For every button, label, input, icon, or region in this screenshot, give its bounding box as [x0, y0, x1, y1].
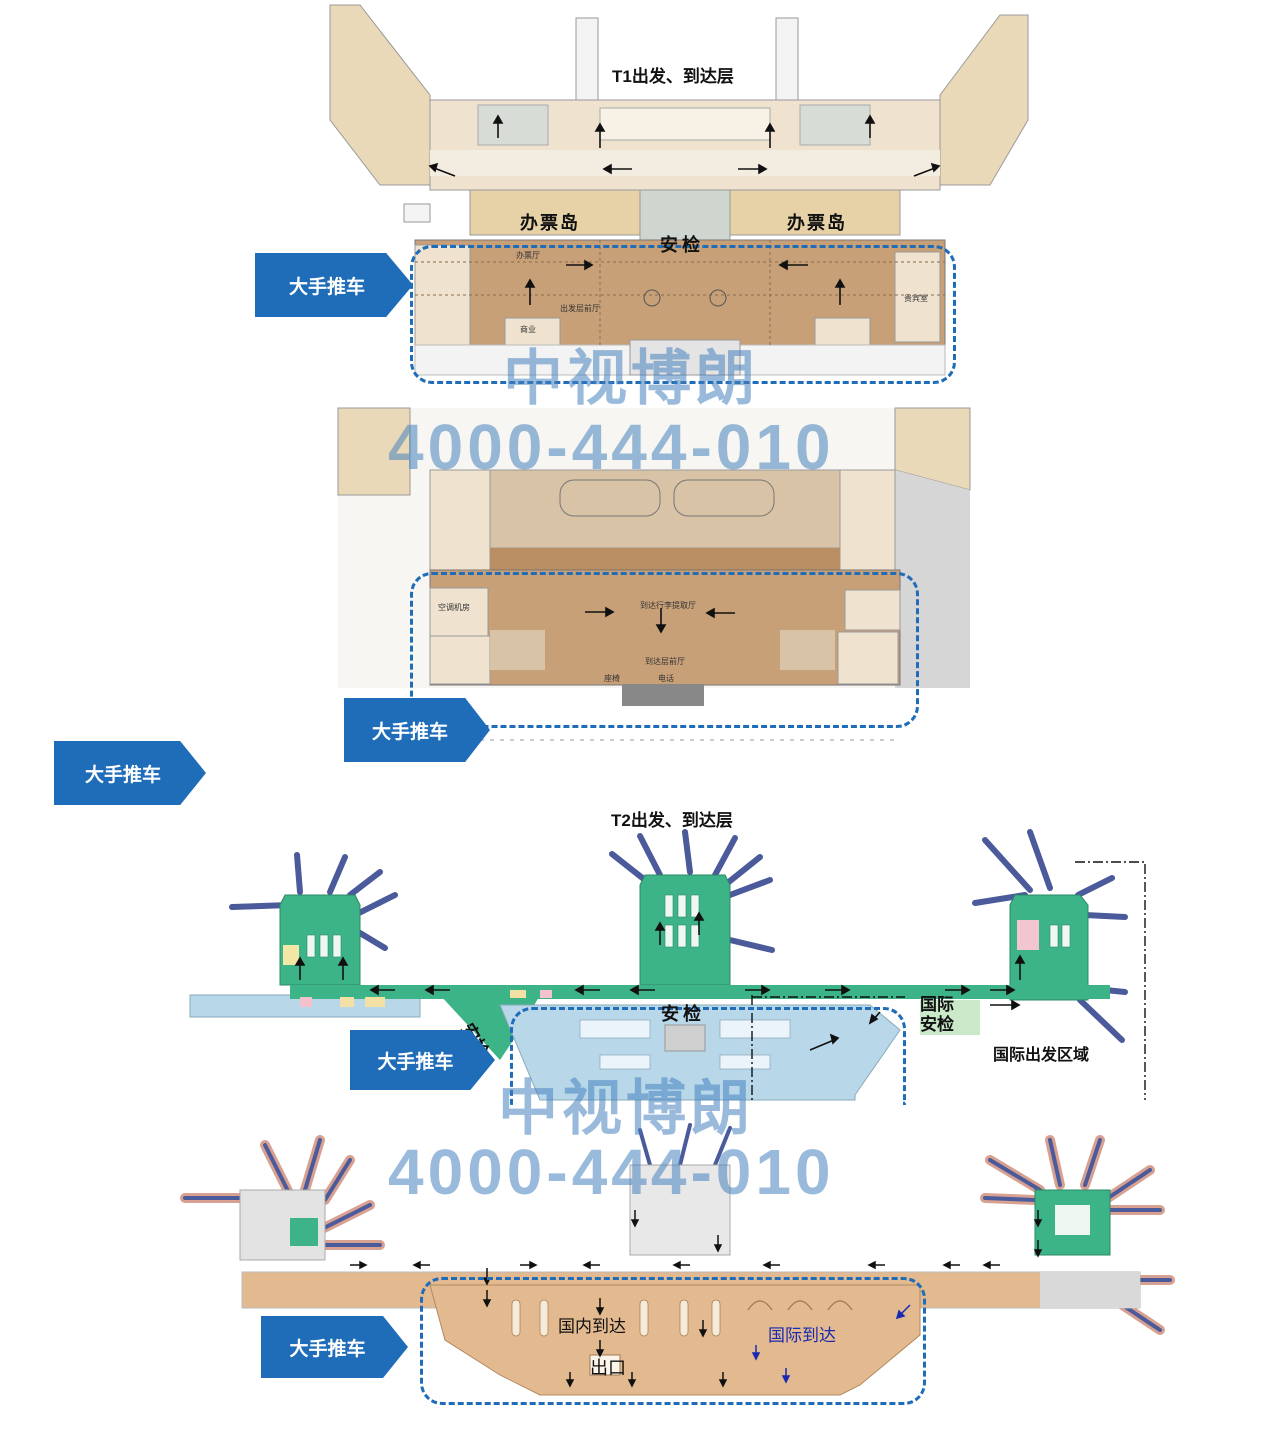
t2-departure-trolley-zone	[510, 1007, 906, 1105]
t1-departure-plan	[329, 4, 1030, 395]
intl-security-label: 国际 安检	[920, 995, 954, 1034]
t1-security-label: 安检	[660, 235, 704, 255]
t1-floor-title: T1出发、到达层	[612, 67, 734, 86]
watermark-phone-bottom: 4000-444-010	[388, 1136, 835, 1208]
t1-seats-label: 座椅	[604, 674, 620, 683]
domestic-arrival-label: 国内到达	[558, 1317, 626, 1336]
ticket-island-right-label: 办票岛	[787, 213, 847, 233]
t1-arrival-hall-label: 到达层前厅	[645, 657, 685, 666]
watermark-name-top: 中视博朗	[503, 345, 759, 412]
trolley-tag-t2-departure: 大手推车	[350, 1030, 495, 1090]
t2-arrival-trolley-zone	[420, 1277, 926, 1405]
exit-label: 出口	[590, 1358, 626, 1378]
t1-baggage-claim-label: 到达行李提取厅	[640, 601, 696, 610]
intl-departure-zone-label: 国际出发区域	[993, 1047, 1090, 1064]
intl-arrival-label: 国际到达	[768, 1326, 836, 1345]
t1-commerce-label: 商业	[520, 325, 536, 334]
t1-vip-room-label: 贵宾室	[904, 294, 928, 303]
trolley-tag-t1-departure: 大手推车	[255, 253, 413, 317]
t1-telephone-label: 电话	[658, 674, 674, 683]
ticket-island-left-label: 办票岛	[520, 213, 580, 233]
t2-security-center-label: 安检	[661, 1004, 705, 1024]
t1-arrival-trolley-zone	[410, 572, 919, 728]
t2-departure-plan	[189, 829, 1146, 1101]
trolley-tag-t2-arrival: 大手推车	[261, 1316, 408, 1378]
t1-check-in-hall-label: 办票厅	[516, 251, 540, 260]
t2-floor-title: T2出发、到达层	[611, 811, 733, 830]
trolley-tag-t1-arrival: 大手推车	[344, 698, 490, 762]
watermark-phone-top: 4000-444-010	[388, 411, 835, 483]
t1-departure-trolley-zone	[410, 245, 956, 384]
watermark-name-bottom: 中视博朗	[498, 1075, 754, 1142]
t1-ac-room-label: 空调机房	[438, 603, 470, 612]
trolley-tag-standalone: 大手推车	[54, 741, 206, 805]
t1-arrival-plan	[337, 407, 971, 741]
t1-departure-hall-label: 出发层前厅	[560, 304, 600, 313]
